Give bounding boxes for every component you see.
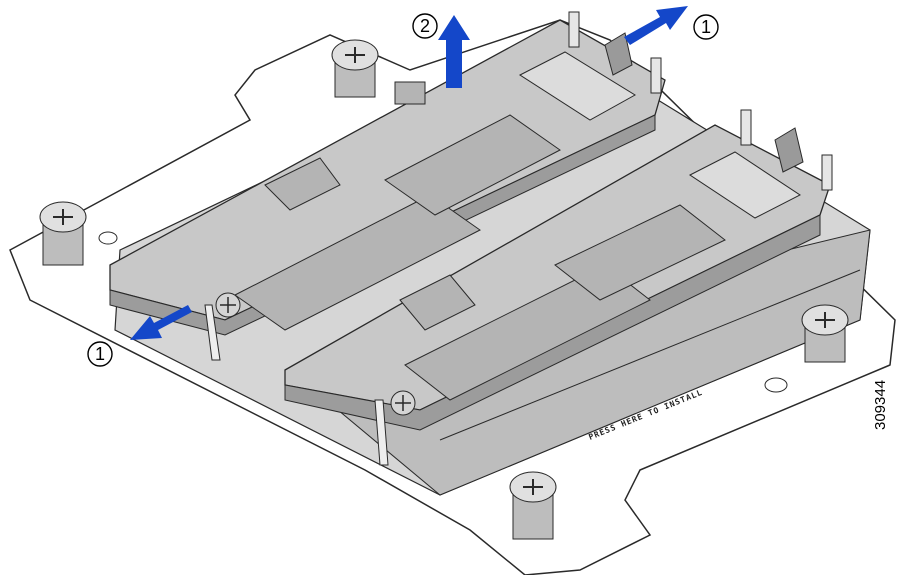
latch-socket (518, 51, 636, 121)
thumbscrews (39, 39, 849, 540)
ssd-chip (404, 264, 651, 401)
thumbscrew-icon (509, 471, 557, 540)
mount-hole-left (98, 231, 118, 245)
latches (568, 11, 833, 191)
m2-board-rear (109, 19, 666, 336)
standoff (650, 57, 662, 94)
standoff (740, 109, 752, 146)
callout-label: 1 (95, 344, 105, 364)
latch-tab-front (774, 127, 804, 173)
callout-1-top-right: 1 (693, 14, 719, 40)
up-arrow-icon (438, 15, 470, 88)
thumbscrew-icon (39, 201, 87, 266)
connector (394, 81, 426, 105)
callout-1-left: 1 (87, 341, 113, 367)
board-screws (204, 292, 416, 466)
callout-label: 2 (420, 16, 430, 36)
right-arrow-icon (624, 6, 688, 45)
latch-socket (689, 151, 801, 219)
standoff (568, 11, 580, 48)
standoff (821, 154, 833, 191)
m2-board-front (284, 124, 831, 431)
latch-tab-rear (604, 32, 633, 76)
ssd-chip (384, 114, 561, 216)
callout-2-top: 2 (412, 13, 438, 39)
thumbscrew-icon (331, 39, 379, 98)
mount-hole-right (764, 377, 788, 393)
ssd-chip (399, 274, 476, 331)
callout-label: 1 (701, 17, 711, 37)
direction-arrows (130, 6, 688, 340)
ssd-chip (264, 157, 341, 211)
figure-id: 309344 (872, 379, 889, 430)
left-arrow-icon (130, 305, 192, 340)
ssd-chip (554, 204, 726, 301)
thumbscrew-icon (801, 304, 849, 363)
ssd-chip (234, 194, 481, 331)
